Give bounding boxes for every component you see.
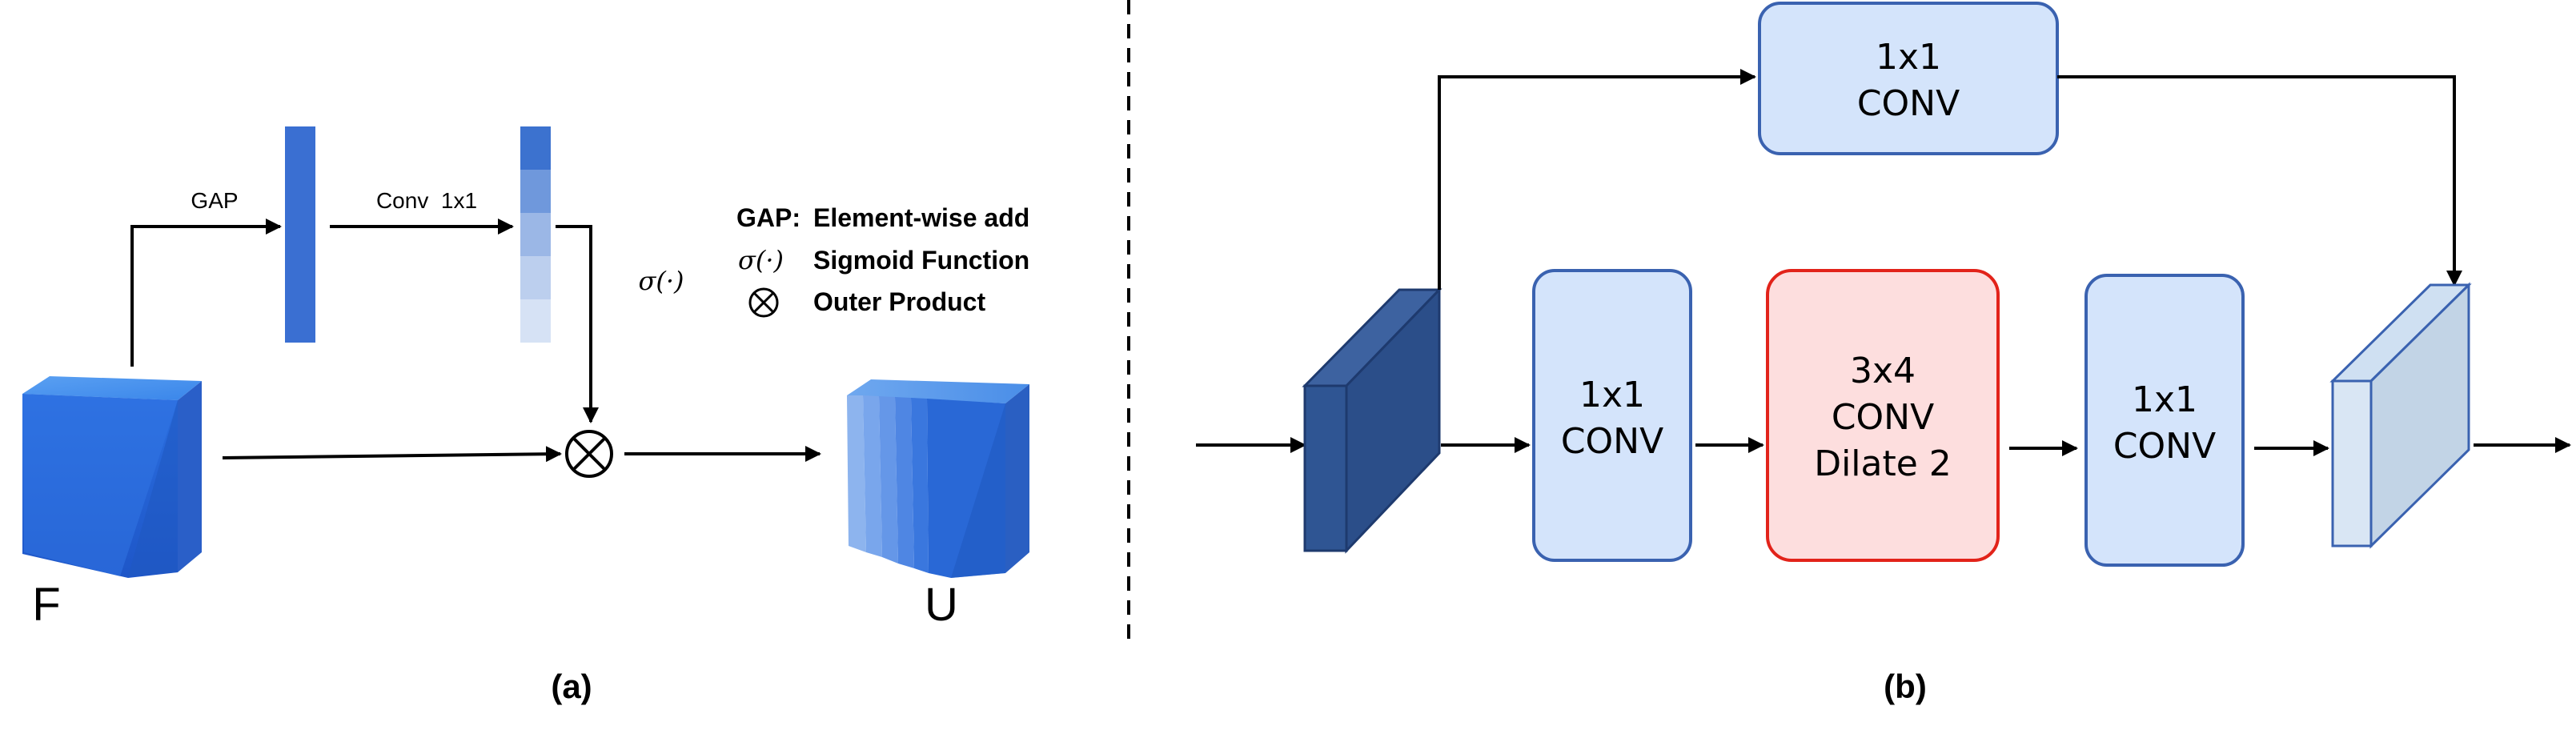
outer-product-icon bbox=[565, 430, 613, 478]
top-conv-line2: CONV bbox=[1857, 83, 1960, 124]
gap-label: GAP bbox=[191, 188, 238, 213]
caption-b: (b) bbox=[1884, 668, 1927, 705]
sigmoid-label: σ(·) bbox=[639, 266, 684, 296]
conv2-line1: 1x1 bbox=[2132, 379, 2197, 420]
legend-gap-key: GAP: bbox=[736, 203, 800, 232]
conv1-line2: CONV bbox=[1561, 421, 1663, 462]
dilated-line3: Dilate 2 bbox=[1814, 443, 1952, 484]
conv2-box bbox=[2084, 274, 2245, 567]
input-feature-cube bbox=[22, 376, 202, 578]
conv1-line1: 1x1 bbox=[1579, 375, 1645, 415]
legend-outer-value: Outer Product bbox=[813, 287, 985, 316]
panel-a: F GAP Conv 1x1 σ(·) bbox=[22, 126, 1029, 705]
output-block bbox=[2329, 282, 2472, 549]
gap-arrow bbox=[130, 219, 282, 367]
weight-vector-bar bbox=[520, 126, 551, 343]
input-label-f: F bbox=[32, 579, 60, 631]
dilated-conv-box bbox=[1766, 269, 2000, 562]
conv1-box bbox=[1532, 269, 1692, 562]
conv2-line2: CONV bbox=[2113, 426, 2216, 467]
output-label-u: U bbox=[925, 579, 958, 631]
pooled-vector-bar bbox=[285, 126, 315, 343]
legend-sigma-key: σ(·) bbox=[738, 245, 784, 275]
dilated-line1: 3x4 bbox=[1850, 351, 1916, 391]
legend-outer-product-icon bbox=[748, 287, 779, 318]
output-feature-cube bbox=[847, 379, 1029, 578]
legend: GAP: Element-wise add σ(·) Sigmoid Funct… bbox=[736, 203, 1029, 318]
panel-b: 1x1 CONV 1x1 CONV 3x4 CONV Dilate 2 1x1 … bbox=[1196, 2, 2571, 705]
top-conv-box bbox=[1758, 2, 2059, 155]
legend-gap-value: Element-wise add bbox=[813, 203, 1029, 232]
legend-sigma-value: Sigmoid Function bbox=[813, 246, 1029, 275]
dilated-line2: CONV bbox=[1832, 397, 1934, 438]
top-conv-line1: 1x1 bbox=[1876, 37, 1941, 78]
skip-arrow-up bbox=[1438, 69, 1756, 290]
identity-arrow bbox=[222, 446, 562, 463]
skip-arrow-down bbox=[2057, 75, 2462, 287]
sigmoid-arrow bbox=[556, 225, 599, 423]
conv-label: Conv 1x1 bbox=[376, 188, 477, 213]
caption-a: (a) bbox=[551, 668, 592, 705]
input-block bbox=[1302, 287, 1442, 554]
